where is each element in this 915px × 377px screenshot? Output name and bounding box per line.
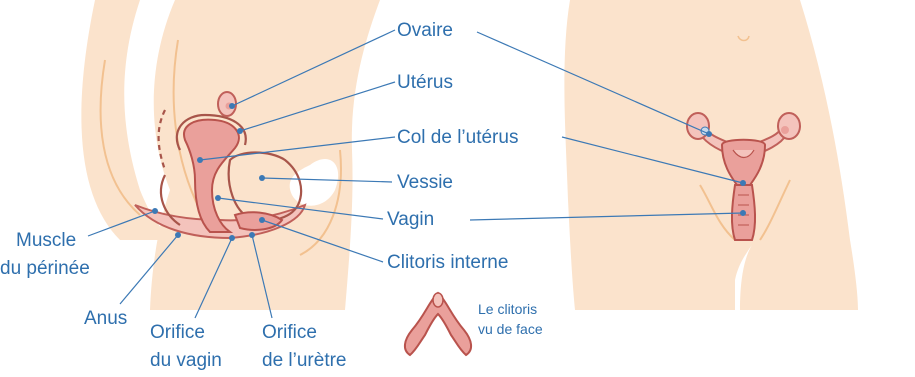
label-clitoris-face-line2: vu de face (478, 321, 543, 337)
label-col-uterus: Col de l’utérus (397, 127, 518, 148)
label-orifice-uretre-line2: de l’urètre (262, 350, 347, 371)
label-uterus: Utérus (397, 72, 453, 93)
label-muscle-line2: du périnée (0, 258, 90, 279)
label-clitoris-face-line1: Le clitoris (478, 301, 537, 317)
label-clitoris-interne: Clitoris interne (387, 252, 508, 273)
side-view-body (81, 0, 380, 310)
front-view-body (564, 0, 858, 310)
label-orifice-vagin-line2: du vagin (150, 350, 222, 371)
label-orifice-vagin-line1: Orifice (150, 322, 205, 343)
clitoris-front-icon (405, 293, 471, 355)
label-vagin: Vagin (387, 209, 434, 230)
label-muscle-line1: Muscle (16, 230, 76, 251)
label-vessie: Vessie (397, 172, 453, 193)
label-ovaire: Ovaire (397, 20, 453, 41)
label-orifice-uretre-line1: Orifice (262, 322, 317, 343)
label-anus: Anus (84, 308, 127, 329)
